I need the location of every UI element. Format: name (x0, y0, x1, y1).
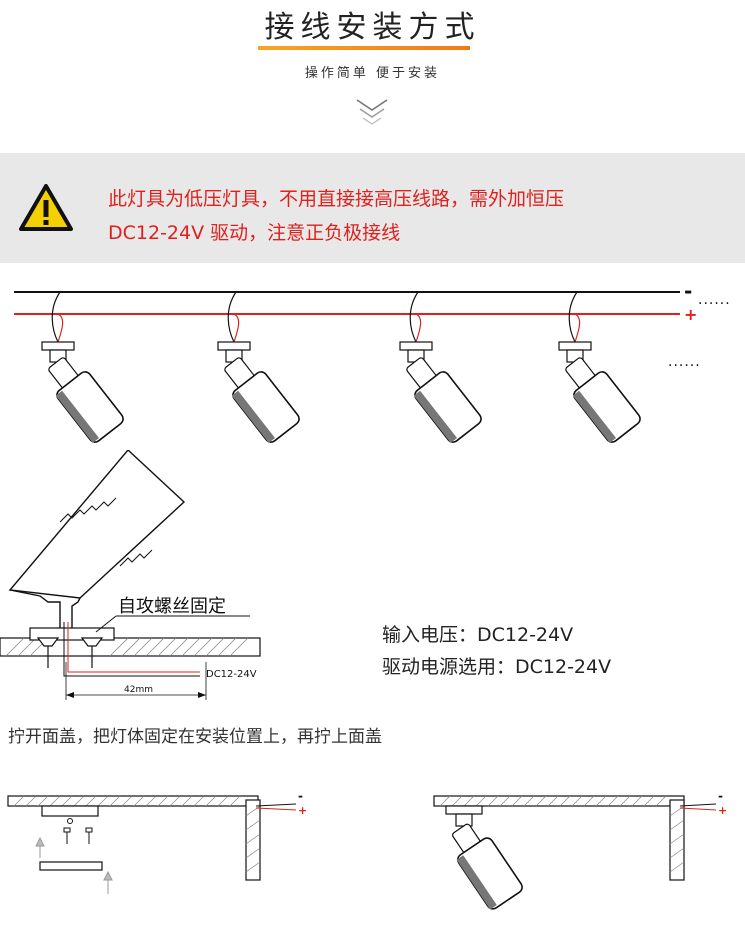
warning-line-1: 此灯具为低压灯具，不用直接接高压线路，需外加恒压 (108, 188, 565, 210)
positive-symbol: + (684, 305, 697, 324)
mounting-base-plate (41, 805, 99, 817)
install-step-text: 拧开面盖，把灯体固定在安装位置上，再拧上面盖 (8, 727, 382, 747)
dimension-label: 42mm (124, 685, 153, 695)
spotlight-1 (41, 291, 124, 443)
dc-label: DC12-24V (206, 669, 257, 680)
ceiling-plate-left (7, 795, 259, 807)
step2-minus: - (718, 789, 723, 803)
warning-line-2: DC12-24V 驱动，注意正负极接线 (108, 222, 401, 244)
input-voltage-text: 输入电压：DC12-24V (382, 624, 574, 646)
screw-right-icon (80, 637, 104, 668)
screw-left-icon (36, 637, 60, 668)
screw-icon (63, 827, 93, 844)
install-steps-drawing: - + (7, 789, 727, 910)
step1-plus: + (298, 804, 307, 817)
spotlight-2 (217, 291, 300, 443)
page-title: 接线安装方式 (264, 10, 481, 45)
chevron-down-icon (356, 99, 388, 125)
install-step-1: - + (7, 789, 307, 894)
title-underline (258, 46, 470, 50)
screw-label: 自攻螺丝固定 (118, 596, 226, 617)
ceiling-hatch (5, 637, 249, 657)
step1-minus: - (298, 789, 303, 803)
install-step-2: - + (433, 789, 727, 910)
wiring-diagram: - ...... + ...... (14, 279, 731, 443)
warning-triangle-icon (19, 184, 73, 231)
spotlight-4 (558, 291, 641, 443)
continuation-dots-mid: ...... (668, 354, 701, 370)
arrow-up-icon (35, 836, 113, 894)
page-subtitle: 操作简单 便于安装 (304, 66, 441, 81)
driver-power-text: 驱动电源选用：DC12-24V (382, 656, 612, 678)
warning-text: 此灯具为低压灯具，不用直接接高压线路，需外加恒压 DC12-24V 驱动，注意正… (108, 182, 728, 250)
spotlight-installed (445, 805, 523, 910)
wall-right (669, 799, 685, 881)
mounting-detail-drawing: 自攻螺丝固定 DC12-24V 42mm (0, 450, 261, 700)
wall-left (245, 799, 261, 881)
continuation-dots-top: ...... (698, 292, 731, 308)
lamp-body-outline (8, 450, 186, 638)
negative-symbol: - (684, 279, 692, 303)
step2-plus: + (718, 804, 727, 817)
mounting-base (29, 627, 115, 641)
cover-plate (39, 861, 103, 871)
ceiling-plate-right (433, 795, 685, 807)
warning-banner (0, 153, 745, 263)
spotlight-3 (399, 291, 482, 443)
